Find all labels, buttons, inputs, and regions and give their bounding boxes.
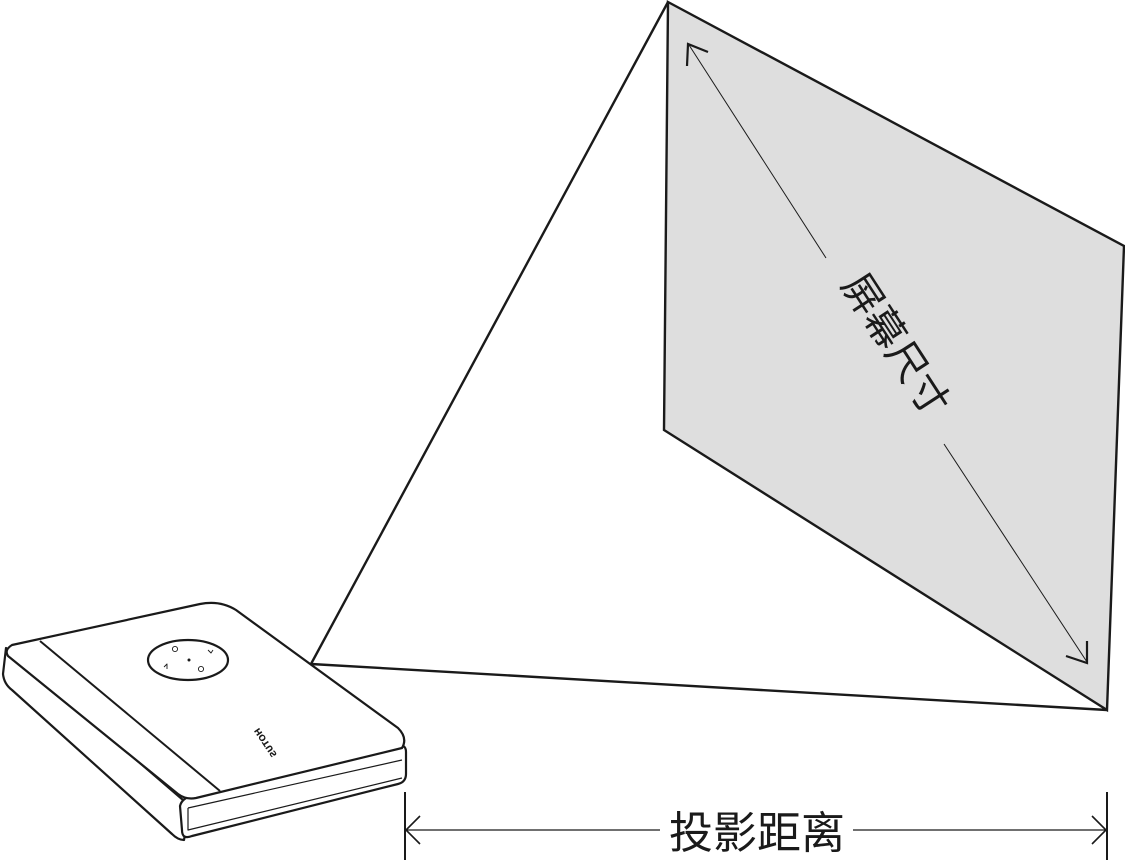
beam-edge-bottom bbox=[310, 662, 1108, 712]
center-dot-icon bbox=[187, 658, 191, 662]
projector-device bbox=[1, 601, 408, 842]
projection-beam bbox=[309, 1, 1108, 712]
arrowhead-left-icon bbox=[404, 815, 421, 845]
projection-distance-dimension bbox=[404, 792, 1108, 860]
arrowhead-down-icon bbox=[1065, 641, 1089, 665]
diagonal-line-upper bbox=[688, 44, 827, 259]
projection-distance-label: 投影距离 bbox=[669, 808, 845, 859]
device-front-lens-strip bbox=[187, 759, 403, 831]
diagonal-line-lower bbox=[943, 443, 1088, 663]
projection-screen bbox=[662, 0, 1125, 713]
device-top-face bbox=[5, 601, 406, 800]
screen-size-dimension bbox=[685, 42, 1089, 665]
device-top-stripe bbox=[39, 640, 221, 792]
up-icon bbox=[207, 649, 214, 654]
device-side-left bbox=[1, 646, 192, 842]
arrowhead-right-icon bbox=[1091, 815, 1108, 845]
beam-edge-top bbox=[309, 1, 670, 665]
arrowhead-up-icon bbox=[685, 42, 709, 67]
down-icon bbox=[163, 663, 168, 669]
settings-icon bbox=[197, 665, 205, 673]
power-icon bbox=[171, 645, 179, 653]
